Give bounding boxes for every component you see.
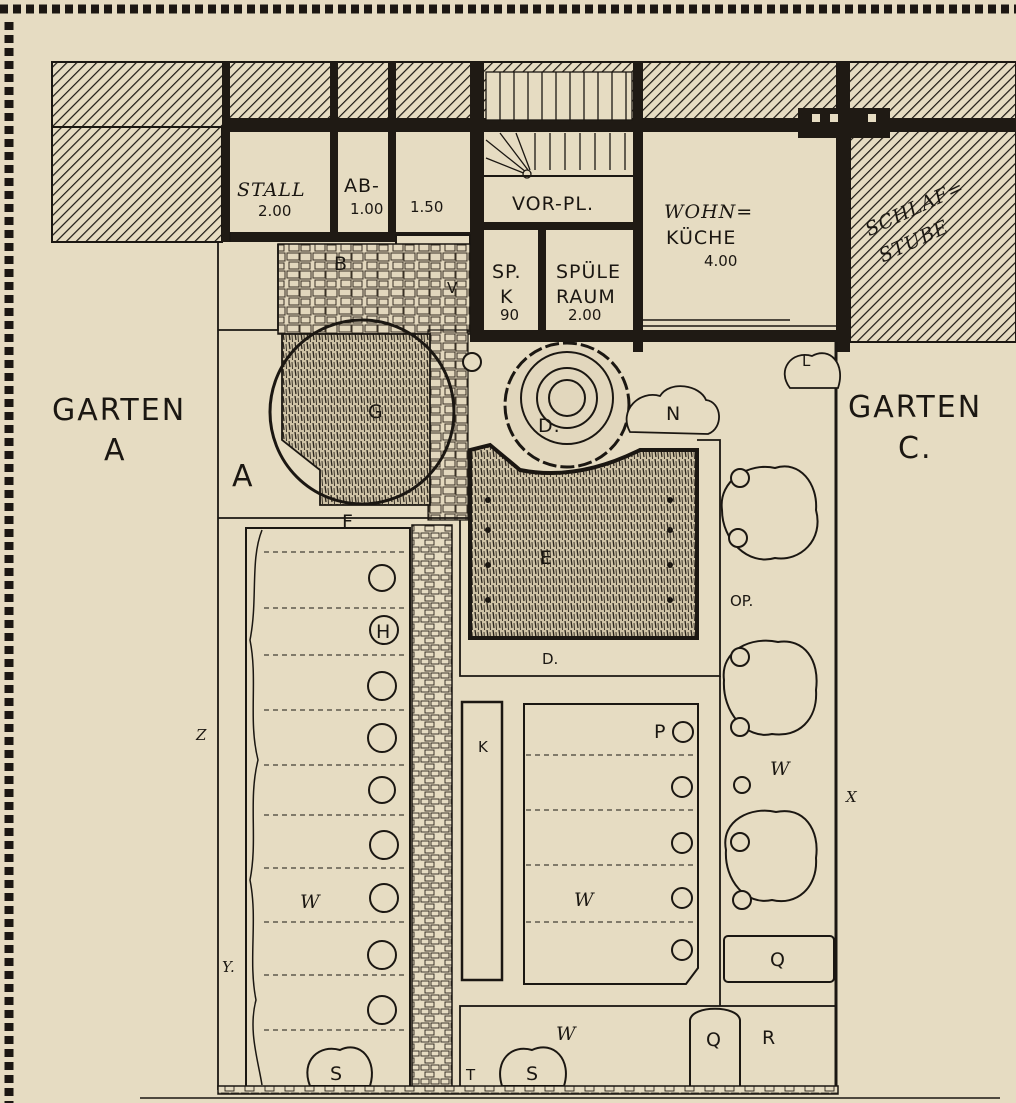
label-vor-pl: VOR-PL. (512, 193, 594, 215)
fruit-trees (720, 465, 819, 910)
label-q2: Q (706, 1029, 722, 1051)
label-stall: STALL (237, 179, 306, 201)
label-h: H (376, 621, 391, 643)
label-ab-dim: 1.00 (350, 200, 383, 218)
label-t: T (465, 1066, 476, 1084)
bed-q (723, 935, 835, 983)
label-ab: AB- (344, 175, 380, 197)
label-k: K (500, 286, 513, 308)
label-f: F (342, 511, 354, 533)
label-g: G (368, 401, 384, 423)
label-garten-a: GARTEN (52, 393, 186, 428)
label-s-left: S (330, 1063, 343, 1085)
label-k-dim: 90 (500, 306, 519, 324)
label-n: N (666, 403, 681, 425)
lawn-g (268, 318, 456, 506)
label-area-a: A (232, 459, 255, 494)
label-s-right: S (526, 1063, 539, 1085)
vegetable-bed-left (245, 527, 411, 1089)
label-x: X (845, 788, 858, 806)
label-room-150: 1.50 (410, 198, 443, 216)
label-wohn: WOHN= (664, 201, 753, 223)
label-w-left: W (300, 891, 321, 913)
label-r: R (762, 1027, 776, 1049)
bush-n (625, 385, 720, 435)
label-garten-a-letter: A (104, 433, 127, 468)
brick-path (411, 524, 453, 1091)
label-q: Q (770, 949, 786, 971)
garden-a-outline (217, 242, 470, 1090)
label-sp: SP. (492, 261, 522, 283)
label-garten-c: GARTEN (848, 390, 982, 425)
label-v: V (447, 279, 458, 297)
label-dot: D. (542, 650, 558, 668)
label-d: D. (538, 415, 561, 437)
label-garten-c-letter: C. (898, 431, 932, 466)
fountain-d (462, 341, 631, 469)
label-kuche: KÜCHE (666, 226, 736, 249)
label-raum-dim: 2.00 (568, 306, 601, 324)
label-stall-dim: 2.00 (258, 202, 291, 220)
label-z: Z (195, 726, 207, 744)
building-walls (51, 61, 1016, 352)
vegetable-bed-right (523, 703, 699, 985)
label-e: E (540, 547, 553, 569)
lawn-e (468, 442, 699, 640)
label-w-right: W (770, 758, 791, 780)
bushes-s (306, 1046, 567, 1087)
label-raum: RAUM (556, 286, 616, 308)
paved-courtyard (277, 243, 471, 521)
label-w-bottom: W (556, 1023, 577, 1045)
bottom-hedge (140, 1085, 1000, 1099)
label-w-middle: W (574, 889, 595, 911)
staircase (484, 71, 633, 179)
label-l: L (802, 352, 811, 370)
label-b: B (334, 253, 348, 275)
shrub-q2 (689, 1007, 741, 1089)
label-p: P (654, 721, 666, 743)
bed-k (460, 700, 504, 982)
label-spule: SPÜLE (556, 260, 621, 283)
label-k-bed: K (478, 738, 489, 756)
bush-top-right (783, 352, 841, 389)
label-op: OP. (730, 592, 753, 610)
label-wohn-dim: 4.00 (704, 252, 737, 270)
page-border (0, 4, 1016, 1103)
label-y: Y. (222, 958, 235, 976)
